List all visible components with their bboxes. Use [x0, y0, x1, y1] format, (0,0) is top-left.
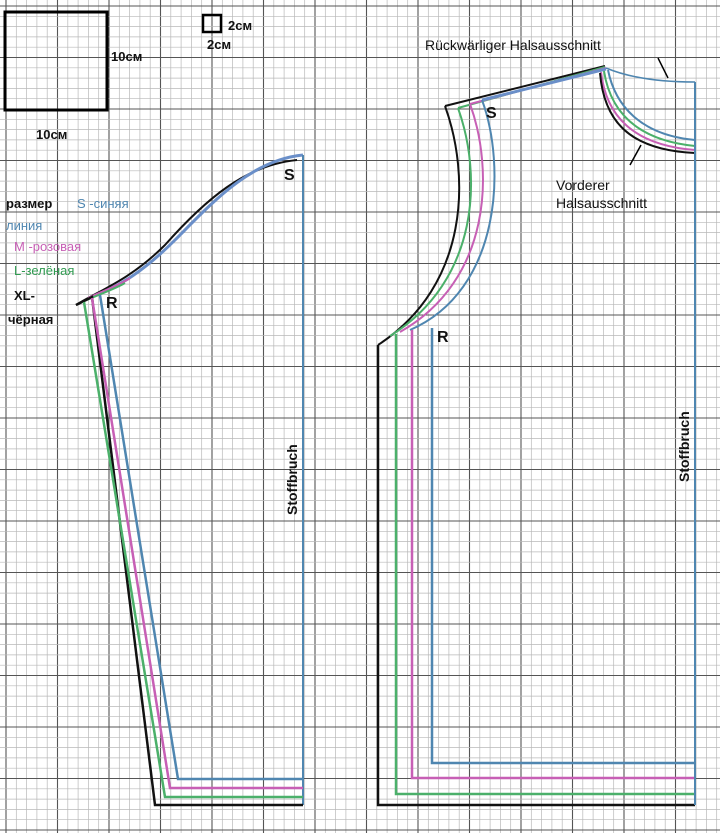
- scale-10cm-width-label: 10см: [36, 127, 67, 142]
- bodice-side-s: [430, 328, 695, 765]
- scale-2cm-height-label: 2см: [228, 18, 252, 33]
- legend-size-s-cont: линия: [6, 218, 42, 233]
- armhole-s: [409, 99, 496, 331]
- legend-size-xl: XL-: [14, 288, 35, 303]
- sleeve-marker-r: R: [106, 295, 118, 312]
- armhole-xl: [377, 105, 461, 346]
- front-neckline-s: [607, 69, 696, 141]
- sleeve-seam-xl: [75, 295, 303, 807]
- bodice-pattern: [376, 57, 696, 807]
- bodice-side-l: [394, 334, 695, 796]
- back-neckline-pointer: [657, 57, 669, 79]
- legend-title: размер: [6, 196, 52, 211]
- scale-square-10cm: [3, 10, 109, 112]
- armhole-l: [389, 107, 472, 337]
- armhole-m: [399, 103, 484, 333]
- bodice-marker-s: S: [486, 105, 497, 122]
- bodice-marker-r: R: [437, 329, 449, 346]
- back-neckline: [605, 67, 696, 83]
- sleeve-seam-l: [82, 301, 303, 799]
- scale-square-2cm: [201, 13, 223, 34]
- front-neckline-m: [600, 71, 696, 151]
- sleeve-fold-label: Stoffbruch: [284, 444, 300, 515]
- shoulder-xl: [444, 65, 606, 107]
- scale-2cm-width-label: 2см: [207, 37, 231, 52]
- sleeve-marker-s: S: [284, 167, 295, 184]
- sleeve-pattern: [75, 153, 304, 807]
- front-neckline-label-line1: Vorderer: [556, 177, 610, 193]
- front-neckline-l: [603, 70, 696, 147]
- bodice-side-xl: [376, 345, 695, 807]
- front-neckline-xl: [599, 72, 696, 154]
- sleeve-seam-s: [98, 294, 303, 781]
- legend-size-xl-cont: чёрная: [8, 312, 53, 327]
- bodice-side-m: [410, 330, 695, 780]
- scale-10cm-height-label: 10см: [111, 49, 142, 64]
- sleeve-seam-m: [90, 297, 303, 790]
- bodice-fold-label: Stoffbruch: [676, 411, 692, 482]
- front-neckline-label-line2: Halsausschnitt: [556, 195, 647, 211]
- front-neckline-pointer: [629, 144, 642, 166]
- legend-size-m: M -розовая: [14, 239, 81, 254]
- legend-size-l: L-зелёная: [14, 263, 74, 278]
- legend-size-s: S -синяя: [77, 196, 129, 211]
- shoulder-s: [481, 67, 607, 102]
- back-neckline-label: Rückwärliger Halsausschnitt: [425, 37, 601, 53]
